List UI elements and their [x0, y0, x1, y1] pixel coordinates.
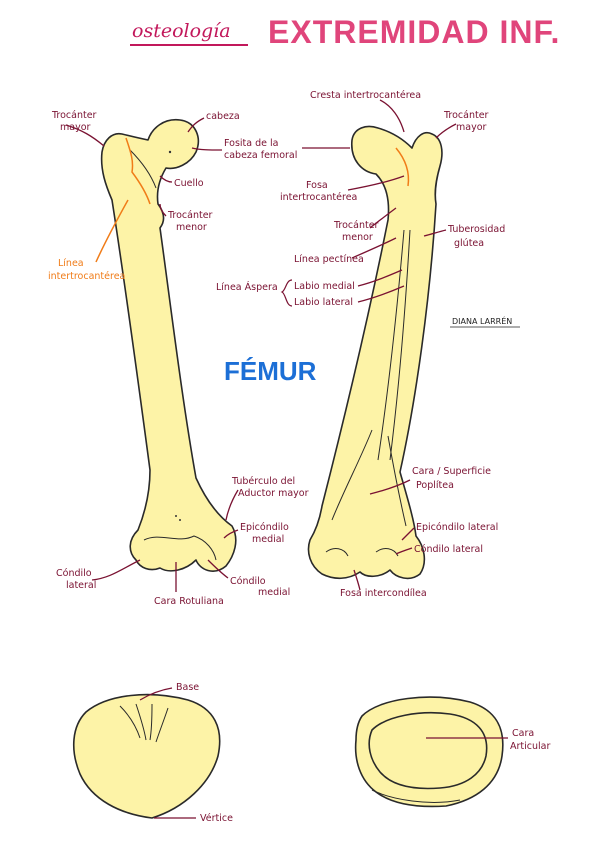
patella-posterior	[354, 696, 504, 808]
femur-posterior-view	[307, 125, 443, 580]
label-linea-aspera: Línea Áspera	[216, 281, 278, 293]
subtitle-underline	[130, 44, 248, 46]
linea-aspera-lips	[377, 229, 411, 461]
intertrocanteric-line-mark	[125, 137, 151, 205]
label-cuello: Cuello	[174, 178, 204, 189]
signature: DIANA LARRÉN	[452, 315, 512, 326]
label-trocanter-mayor-ant: Trocánter mayor	[51, 110, 100, 133]
femur-anterior-condyle-detail	[143, 535, 217, 561]
femur-anterior-view	[100, 118, 237, 572]
label-fosa-intercondilea: Fosa intercondílea	[340, 588, 427, 599]
label-tuberosidad-glutea: Tuberosidad glútea	[447, 224, 508, 249]
label-trocanter-mayor-post: Trocánter mayor	[443, 110, 492, 133]
label-condilo-medial: Cóndilo medial	[230, 576, 290, 598]
label-fosa-intertrocanterea: Fosa intertrocantérea	[280, 180, 357, 203]
label-condilo-lateral-post: Cóndilo lateral	[414, 544, 483, 555]
linea-aspera-brace	[280, 279, 293, 307]
femur-anterior-neck-detail	[129, 149, 157, 189]
label-epicondilo-medial: Epicóndilo medial	[240, 522, 292, 545]
femur-anterior-bone	[100, 118, 237, 572]
label-fosita: Fosita de la cabeza femoral	[224, 138, 297, 161]
label-linea-intertrocanterea: Línea intertrocantérea	[48, 258, 125, 282]
label-base: Base	[176, 682, 199, 693]
label-labio-lateral: Labio lateral	[294, 297, 353, 308]
label-cara-articular: Cara Articular	[510, 728, 550, 752]
popliteal-surface-outline	[331, 429, 407, 527]
label-epicondilo-lateral: Epicóndilo lateral	[416, 522, 498, 533]
patella-anterior	[72, 693, 221, 819]
femur-title: FÉMUR	[224, 356, 317, 386]
label-condilo-lateral-ant: Cóndilo lateral	[56, 568, 96, 591]
label-trocanter-menor-post: Trocánter menor	[333, 220, 382, 243]
label-labio-medial: Labio medial	[294, 281, 355, 292]
femur-posterior-bone	[307, 125, 443, 580]
label-tuberculo-aductor: Tubérculo del Aductor mayor	[231, 476, 309, 499]
label-cara-rotuliana: Cara Rotuliana	[154, 596, 224, 607]
label-cabeza: cabeza	[206, 111, 240, 122]
label-cresta-intertrocanterea: Cresta intertrocantérea	[310, 90, 421, 101]
page-title: EXTREMIDAD INF.	[268, 14, 561, 50]
label-linea-pectinea: Línea pectínea	[294, 254, 364, 265]
label-trocanter-menor-ant: Trocánter menor	[167, 210, 216, 233]
fovea-dot	[168, 150, 172, 154]
patella-articular-face	[368, 711, 488, 790]
label-vertice: Vértice	[200, 813, 233, 824]
subtitle: osteología	[132, 20, 231, 42]
patella-anterior-shape	[72, 693, 221, 819]
label-cara-poplitea: Cara / Superficie Poplítea	[412, 466, 494, 491]
